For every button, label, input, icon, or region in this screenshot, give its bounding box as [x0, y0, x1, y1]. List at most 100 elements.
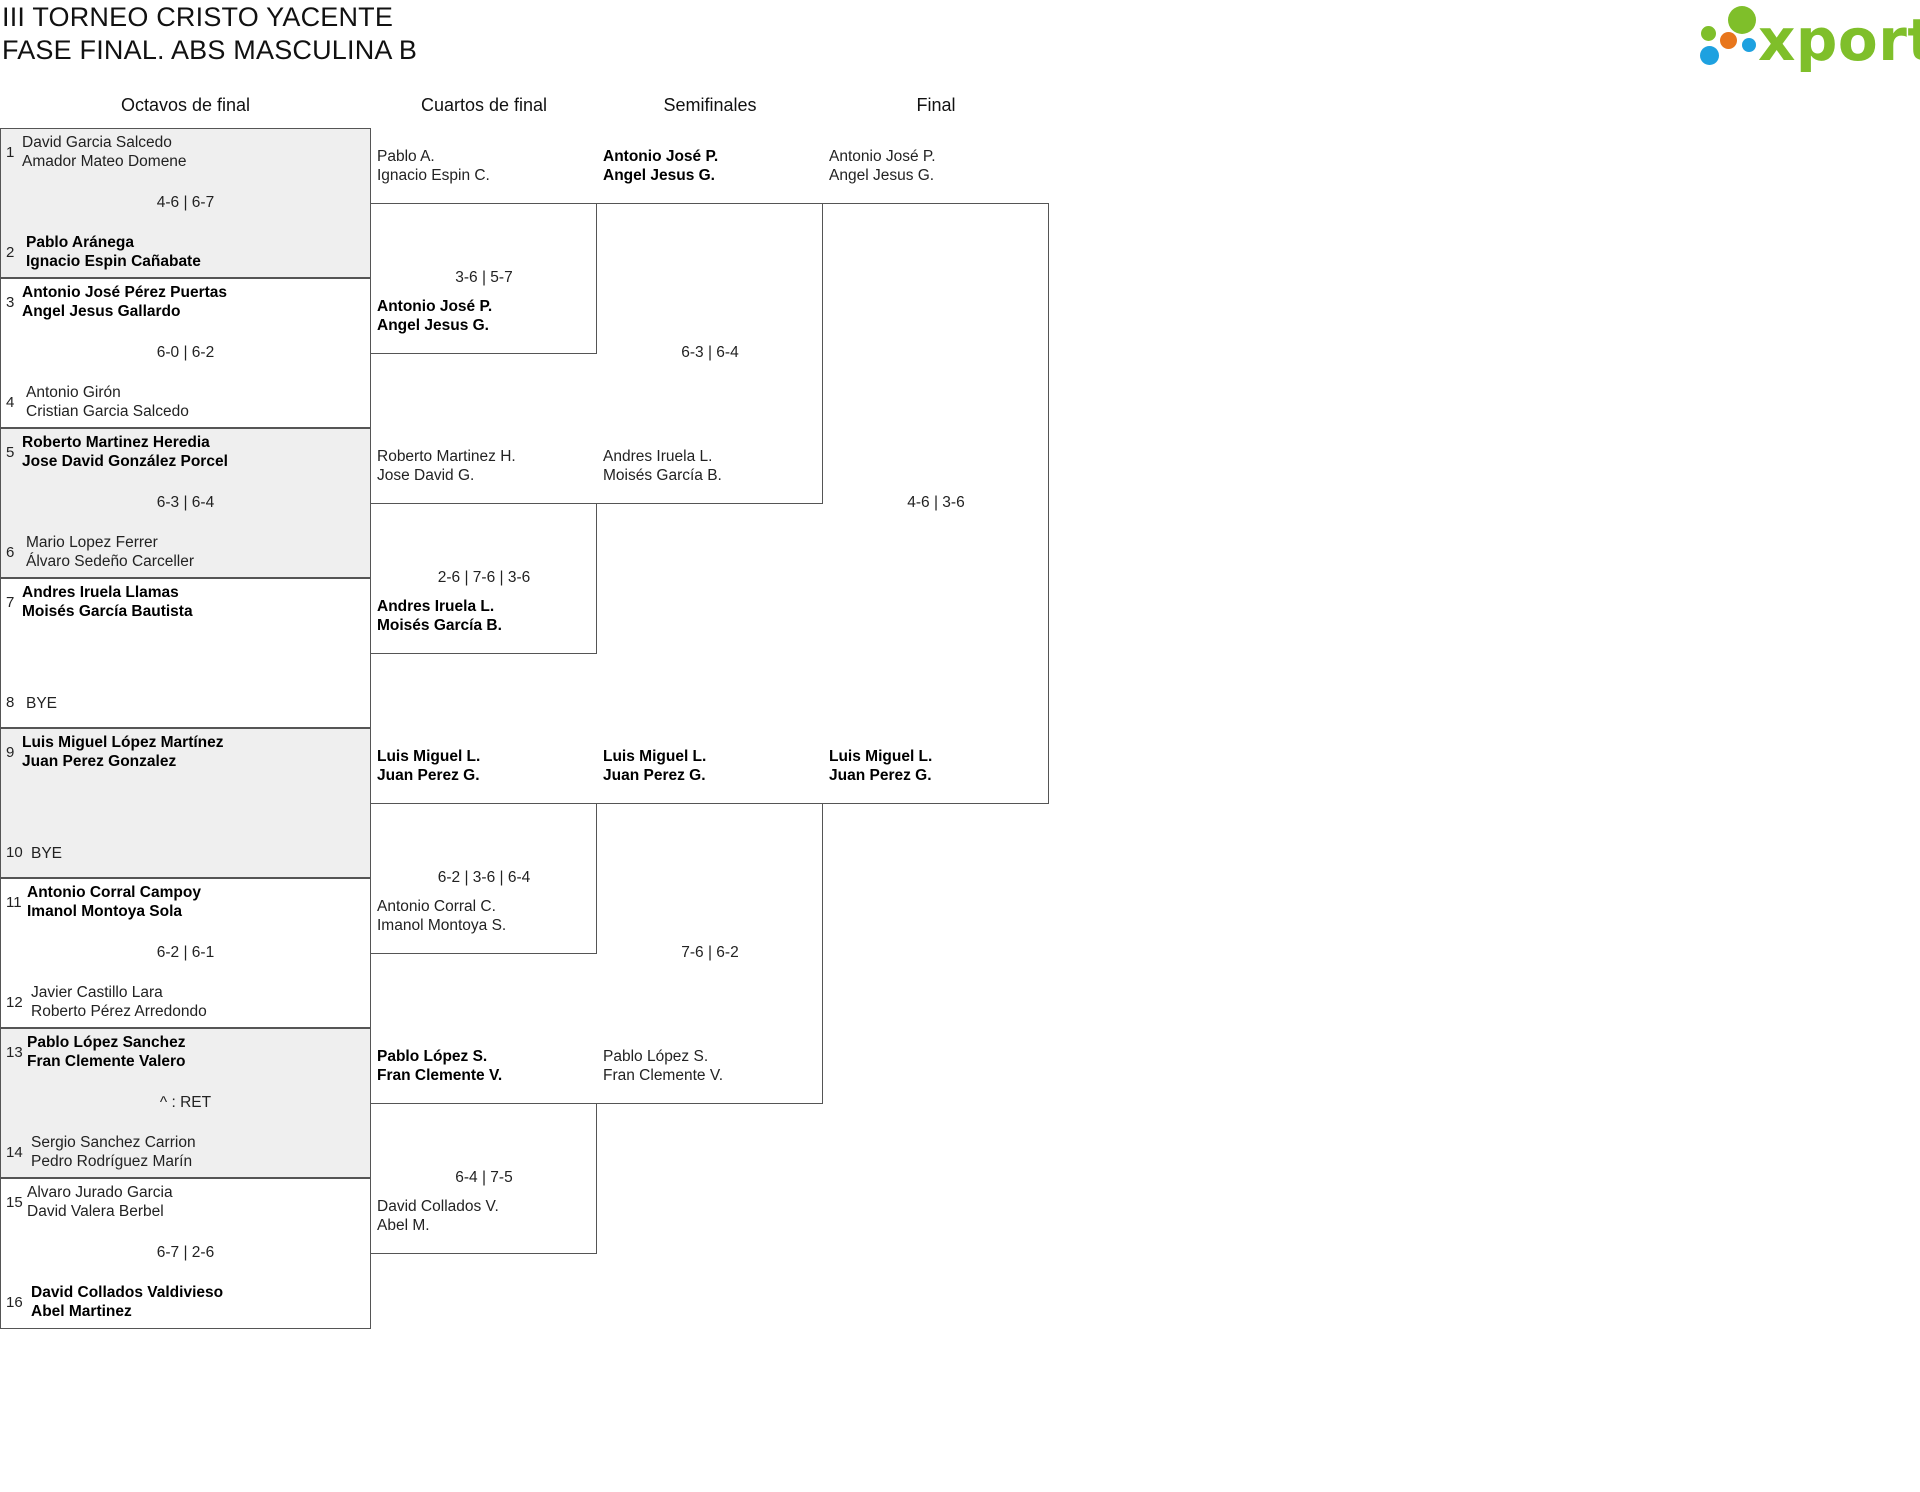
match-r1-3[interactable] [0, 428, 371, 578]
player-name: Imanol Montoya S. [377, 917, 507, 934]
seed-number: 6 [6, 544, 15, 561]
match-r3-2[interactable] [597, 803, 823, 1104]
match-r1-8[interactable] [0, 1178, 371, 1329]
match-score: 6-2 | 6-1 [156, 944, 215, 961]
player-name: Antonio Corral Campoy [27, 884, 201, 901]
player-name: Angel Jesus Gallardo [22, 303, 181, 320]
match-r3-1[interactable] [597, 203, 823, 504]
match-r2-2[interactable] [371, 503, 597, 654]
player-name: Ignacio Espin C. [377, 167, 490, 184]
player-name: Roberto Martinez H. [377, 448, 516, 465]
player-name: David Collados Valdivieso [31, 1284, 224, 1301]
player-name: Angel Jesus G. [829, 167, 935, 184]
seed-number: 3 [6, 294, 15, 311]
tournament-subtitle: FASE FINAL. ABS MASCULINA B [2, 35, 418, 65]
player-name: Álvaro Sedeño Carceller [26, 553, 195, 570]
player-name: Andres Iruela L. [603, 448, 713, 465]
match-score: 2-6 | 7-6 | 3-6 [437, 569, 531, 586]
match-r1-6[interactable] [0, 878, 371, 1028]
seed-number: 8 [6, 694, 15, 711]
logo-dot-green-small [1701, 26, 1716, 41]
logo-wordmark: xporty [1758, 6, 1920, 74]
round-header-octavos: Octavos de final [120, 95, 251, 115]
player-name: Andres Iruela L. [377, 598, 495, 615]
player-name: Luis Miguel L. [603, 748, 707, 765]
match-score: 3-6 | 5-7 [455, 269, 513, 286]
player-name: Luis Miguel López Martínez [22, 734, 224, 751]
seed-number: 10 [6, 844, 23, 861]
player-name: Moisés García Bautista [22, 603, 193, 620]
player-name: Moisés García B. [377, 617, 502, 634]
match-r2-3[interactable] [371, 803, 597, 954]
match-score: 6-0 | 6-2 [156, 344, 215, 361]
player-name: Abel M. [377, 1217, 430, 1234]
player-name: Angel Jesus G. [377, 317, 489, 334]
match-r1-4[interactable] [0, 578, 371, 728]
tournament-title: III TORNEO CRISTO YACENTE [2, 2, 394, 32]
player-name: Antonio José P. [377, 298, 493, 315]
player-name: Pedro Rodríguez Marín [31, 1153, 193, 1170]
player-name: Antonio José Pérez Puertas [22, 284, 228, 301]
player-name: Pablo López S. [377, 1048, 488, 1065]
match-score: 4-6 | 3-6 [907, 494, 965, 511]
bye-label: BYE [26, 695, 58, 712]
round-header-semifinales: Semifinales [663, 95, 757, 115]
player-name: Fran Clemente V. [377, 1067, 503, 1084]
player-name: David Valera Berbel [27, 1203, 164, 1220]
match-score: 4-6 | 6-7 [156, 194, 215, 211]
match-r1-5[interactable] [0, 728, 371, 878]
match-score: 6-4 | 7-5 [455, 1169, 513, 1186]
seed-number: 5 [6, 444, 15, 461]
player-name: Juan Perez G. [377, 767, 480, 784]
player-name: Juan Perez G. [603, 767, 706, 784]
seed-number: 7 [6, 594, 15, 611]
match-r4-1[interactable] [823, 203, 1049, 804]
seed-number: 13 [6, 1044, 23, 1061]
logo-dot-green-large [1728, 6, 1756, 34]
logo-dot-blue-small [1742, 38, 1756, 52]
match-score: ^ : RET [159, 1094, 212, 1111]
logo-dot-orange [1720, 32, 1737, 49]
player-name: Pablo López S. [603, 1048, 709, 1065]
seed-number: 16 [6, 1294, 23, 1311]
match-score: 6-3 | 6-4 [681, 344, 739, 361]
player-name: Moisés García B. [603, 467, 722, 484]
player-name: Angel Jesus G. [603, 167, 715, 184]
player-name: Sergio Sanchez Carrion [31, 1134, 196, 1151]
seed-number: 1 [6, 144, 15, 161]
seed-number: 9 [6, 744, 15, 761]
round-header-final: Final [916, 95, 956, 115]
player-name: Alvaro Jurado Garcia [27, 1184, 173, 1201]
player-name: Abel Martinez [31, 1303, 132, 1320]
seed-number: 11 [6, 894, 22, 911]
seed-number: 15 [6, 1194, 23, 1211]
player-name: Ignacio Espin Cañabate [26, 253, 201, 270]
match-r1-7[interactable] [0, 1028, 371, 1178]
player-name: Antonio Corral C. [377, 898, 496, 915]
player-name: Roberto Pérez Arredondo [31, 1003, 207, 1020]
match-r1-1[interactable] [0, 128, 371, 278]
match-score: 6-7 | 2-6 [156, 1244, 215, 1261]
player-name: Antonio José P. [603, 148, 719, 165]
player-name: Andres Iruela Llamas [22, 584, 179, 601]
player-name: Fran Clemente V. [603, 1067, 724, 1084]
player-name: Javier Castillo Lara [31, 984, 163, 1001]
round-header-cuartos: Cuartos de final [420, 95, 548, 115]
player-name: Luis Miguel L. [829, 748, 933, 765]
player-name: Juan Perez G. [829, 767, 932, 784]
player-name: David Garcia Salcedo [22, 134, 172, 151]
match-r2-1[interactable] [371, 203, 597, 354]
player-name: Amador Mateo Domene [22, 153, 187, 170]
match-r1-2[interactable] [0, 278, 371, 428]
xporty-logo: xporty [1692, 2, 1920, 74]
player-name: Antonio Girón [26, 384, 121, 401]
player-name: Pablo López Sanchez [27, 1034, 186, 1051]
match-score: 7-6 | 6-2 [681, 944, 739, 961]
match-r2-4[interactable] [371, 1103, 597, 1254]
player-name: Juan Perez Gonzalez [22, 753, 177, 770]
player-name: Antonio José P. [829, 148, 936, 165]
seed-number: 12 [6, 994, 23, 1011]
player-name: Imanol Montoya Sola [27, 903, 183, 920]
seed-number: 4 [6, 394, 15, 411]
player-name: David Collados V. [377, 1198, 499, 1215]
